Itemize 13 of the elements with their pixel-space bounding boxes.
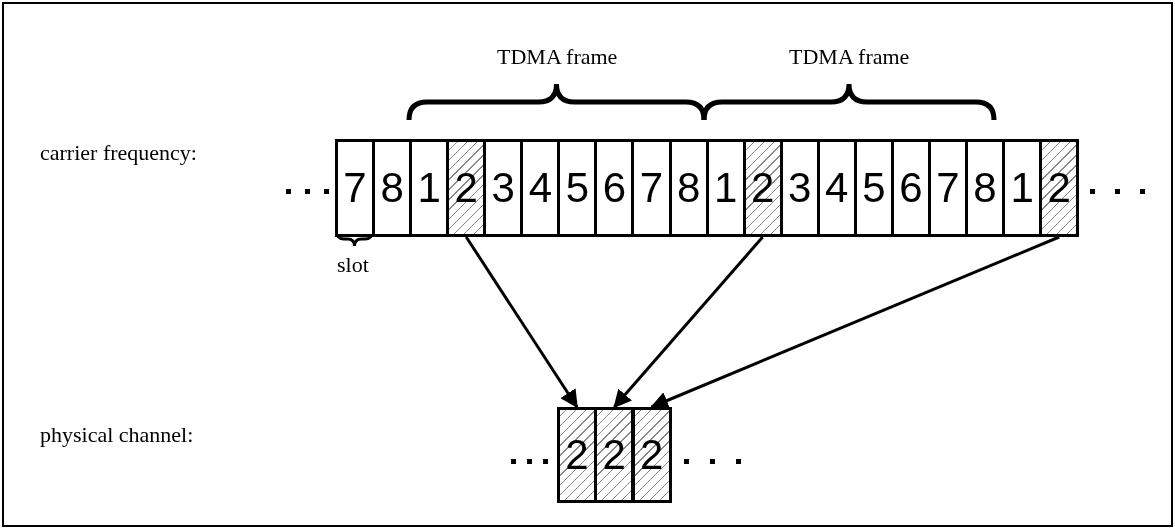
time-slot: 2 xyxy=(631,407,672,503)
label-text: physical channel: xyxy=(40,422,194,448)
label-text: TDMA frame xyxy=(497,44,618,70)
arrow xyxy=(613,236,764,409)
time-slot: 2 xyxy=(1039,139,1080,237)
label-text: TDMA frame xyxy=(789,44,910,70)
label-text: carrier frequency: xyxy=(40,140,197,166)
arrow xyxy=(464,236,579,409)
time-slot: 2 xyxy=(594,407,635,503)
label-text: slot xyxy=(337,252,369,278)
time-slot: 2 xyxy=(557,407,597,503)
time-slot: 7 xyxy=(631,139,672,237)
arrow xyxy=(650,235,1060,409)
